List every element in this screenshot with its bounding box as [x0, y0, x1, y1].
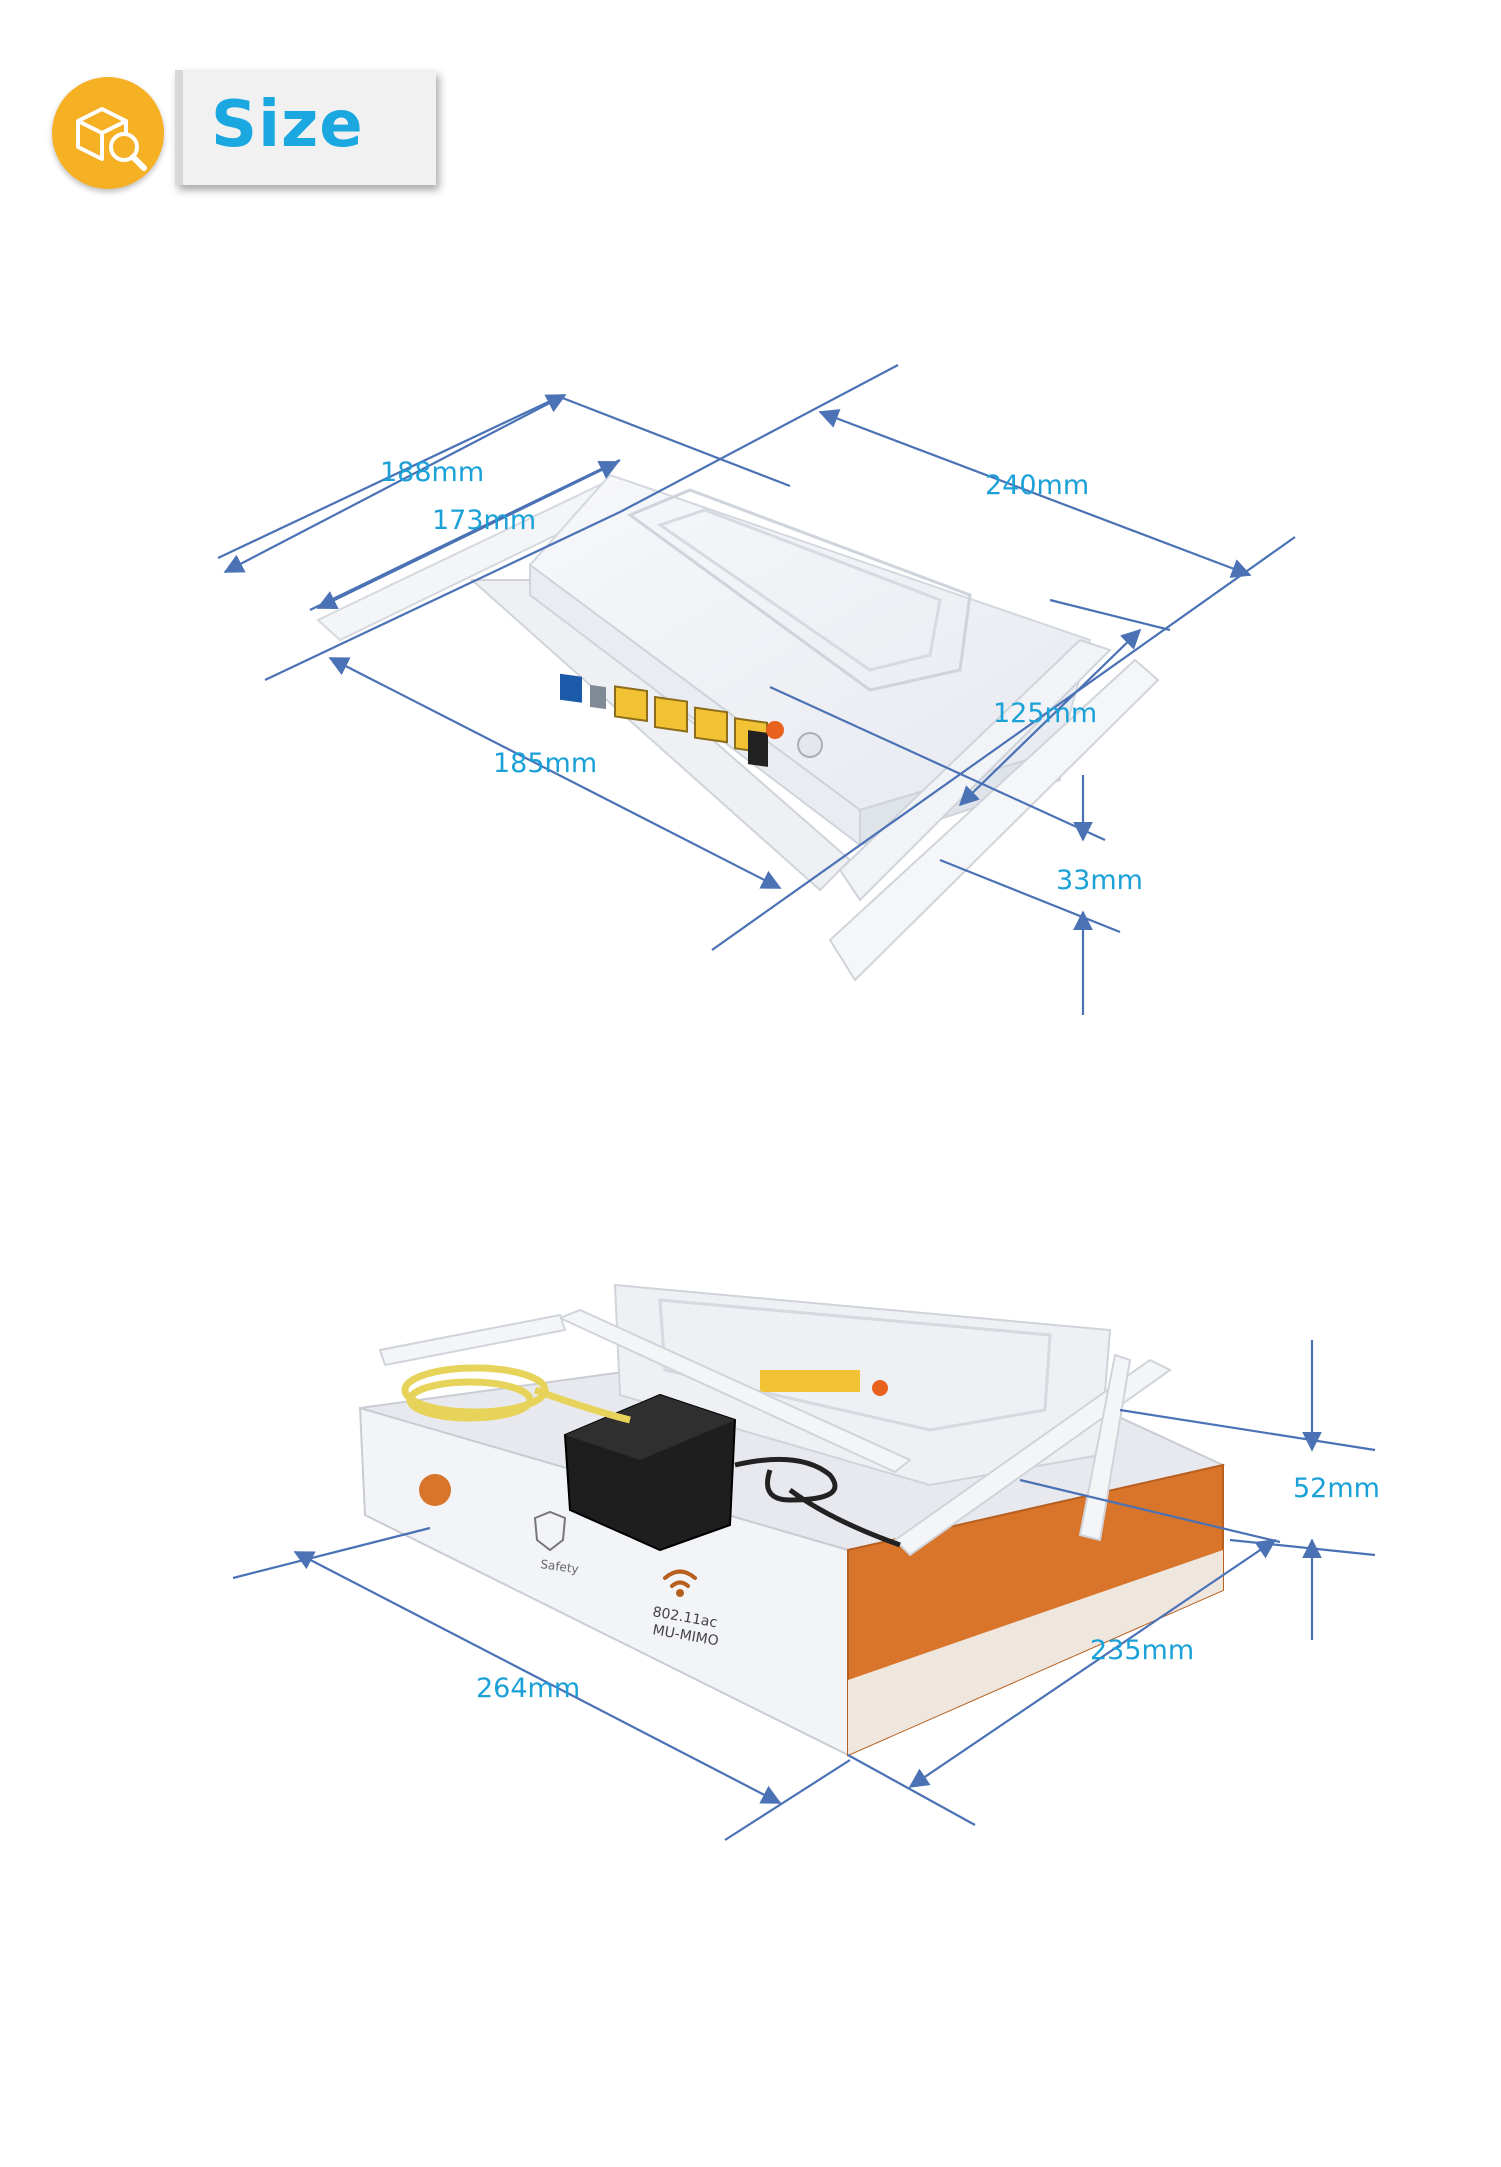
- header-title-box: Size: [175, 70, 436, 185]
- label-width-outer: 188mm: [380, 457, 485, 488]
- label-height: 33mm: [1056, 865, 1143, 896]
- package-search-icon: [76, 107, 147, 171]
- label-box-width: 235mm: [1090, 1635, 1195, 1666]
- label-box-height: 52mm: [1293, 1473, 1380, 1504]
- box-dimension-figure: Safety 802.11ac MU-MIMO: [0, 1260, 1501, 1920]
- label-box-length: 264mm: [476, 1673, 581, 1704]
- router-illustration: [217, 364, 1296, 1015]
- router-dimension-figure: 188mm 173mm 240mm 185mm 125mm 33mm: [0, 340, 1501, 1040]
- label-front-length: 185mm: [493, 748, 598, 779]
- header-badge: [52, 77, 164, 189]
- box-illustration: Safety 802.11ac MU-MIMO: [232, 1283, 1376, 1841]
- label-length-top: 240mm: [985, 470, 1090, 501]
- label-depth: 125mm: [993, 698, 1098, 729]
- page-title: Size: [211, 88, 364, 162]
- label-width-inner: 173mm: [432, 505, 537, 536]
